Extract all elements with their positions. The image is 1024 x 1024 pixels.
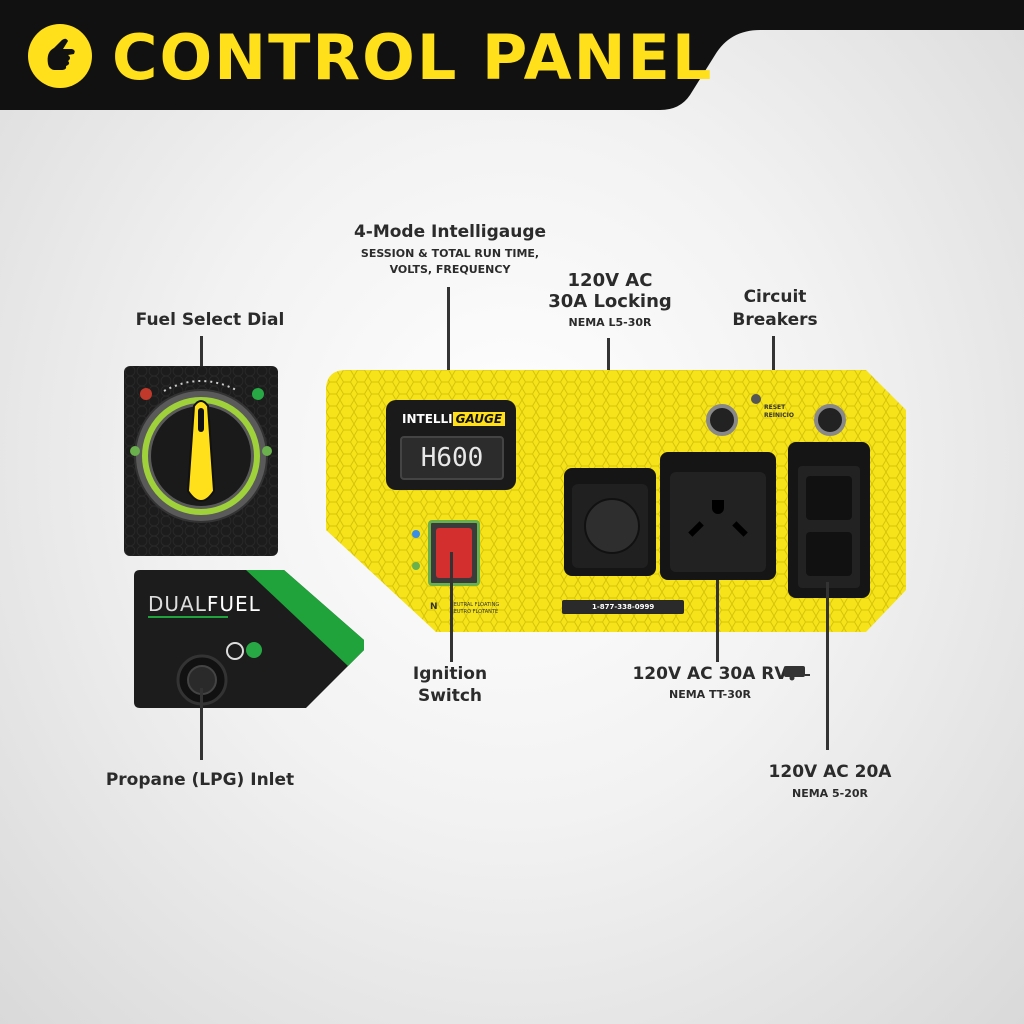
page-title: CONTROL PANEL — [112, 21, 714, 94]
rv-title: 120V AC 30A RV — [632, 664, 788, 684]
run-indicator-icon — [412, 530, 420, 538]
intelligauge-brand-a: INTELLI — [402, 412, 453, 426]
rv-sub: NEMA TT-30R — [669, 688, 751, 701]
locking-line-2: 30A Locking — [548, 291, 672, 312]
rv-slot-right — [732, 521, 748, 537]
neutral-floating-es: NEUTRO FLOTANTE — [450, 609, 499, 615]
header-bar: CONTROL PANEL — [0, 0, 1024, 110]
outlet-l5-30r[interactable] — [564, 468, 656, 576]
outlet-tt-30r[interactable] — [660, 452, 776, 580]
ignition-leader-line — [450, 552, 453, 662]
rv-ground-slot — [712, 500, 724, 514]
reset-label: RESET — [764, 404, 786, 411]
rv-slot-left — [688, 521, 704, 537]
intelligauge-leader-line — [447, 287, 450, 413]
outlet-5-20r[interactable] — [788, 442, 870, 598]
gauge-icon — [226, 642, 244, 660]
rv-leader-line — [716, 580, 719, 662]
ignition-rocker[interactable] — [436, 528, 472, 578]
breakers-line-2: Breakers — [732, 310, 818, 330]
locking-receptacle — [584, 498, 640, 554]
rv-trailer-icon — [784, 665, 810, 681]
ac20-sub: NEMA 5-20R — [791, 787, 868, 800]
breakers-line-1: Circuit — [743, 287, 807, 307]
ignition-switch[interactable] — [428, 520, 480, 586]
propane-icon — [252, 388, 264, 400]
off-left-icon — [130, 446, 140, 456]
outlet-tt-30r-face — [670, 472, 766, 572]
fuel-select-dial-panel — [124, 366, 278, 556]
outlet-5-20r-face — [798, 466, 860, 588]
breakers-leader-line — [772, 336, 775, 372]
dual-fuel-brand-b: FUEL — [206, 592, 261, 616]
neutral-symbol: N — [430, 602, 438, 612]
circuit-breaker-left[interactable] — [706, 404, 738, 436]
brand-underline — [148, 616, 228, 618]
propane-title: Propane (LPG) Inlet — [105, 770, 295, 790]
reset-hand-icon — [750, 390, 762, 404]
ignition-line-1: Ignition — [412, 664, 488, 684]
propane-tank-icon — [246, 642, 262, 658]
ac20-leader-line — [826, 582, 829, 750]
header-background — [0, 0, 1024, 110]
locking-line-1: 120V AC — [567, 270, 653, 291]
fuel-dial-title: Fuel Select Dial — [135, 310, 285, 330]
support-phone: 1-877-338-0999 — [562, 600, 684, 614]
dual-fuel-brand-a: DUAL — [148, 592, 207, 616]
intelligauge-sub-2: VOLTS, FREQUENCY — [389, 263, 511, 276]
receptacle-bottom — [806, 532, 852, 576]
intelligauge-reading: H600 — [400, 436, 504, 480]
pointing-hand-icon — [28, 24, 92, 88]
on-indicator-icon — [412, 562, 420, 570]
neutral-floating-en: NEUTRAL FLOATING — [450, 602, 500, 608]
intelligauge-brand-b: GAUGE — [452, 412, 506, 426]
reinicio-label: REINICIO — [764, 412, 794, 419]
locking-sub: NEMA L5-30R — [568, 316, 652, 329]
outlet-l5-30r-face — [572, 484, 648, 568]
dual-fuel-panel: DUALFUEL — [134, 570, 364, 708]
ac20-title: 120V AC 20A — [768, 762, 892, 782]
off-right-icon — [262, 446, 272, 456]
intelligauge-sub-1: SESSION & TOTAL RUN TIME, — [360, 247, 540, 260]
circuit-breaker-right[interactable] — [814, 404, 846, 436]
gasoline-icon — [140, 388, 152, 400]
ignition-line-2: Switch — [417, 686, 483, 706]
receptacle-top — [806, 476, 852, 520]
propane-leader-line — [200, 688, 203, 760]
intelligauge-title: 4-Mode Intelligauge — [353, 222, 547, 242]
